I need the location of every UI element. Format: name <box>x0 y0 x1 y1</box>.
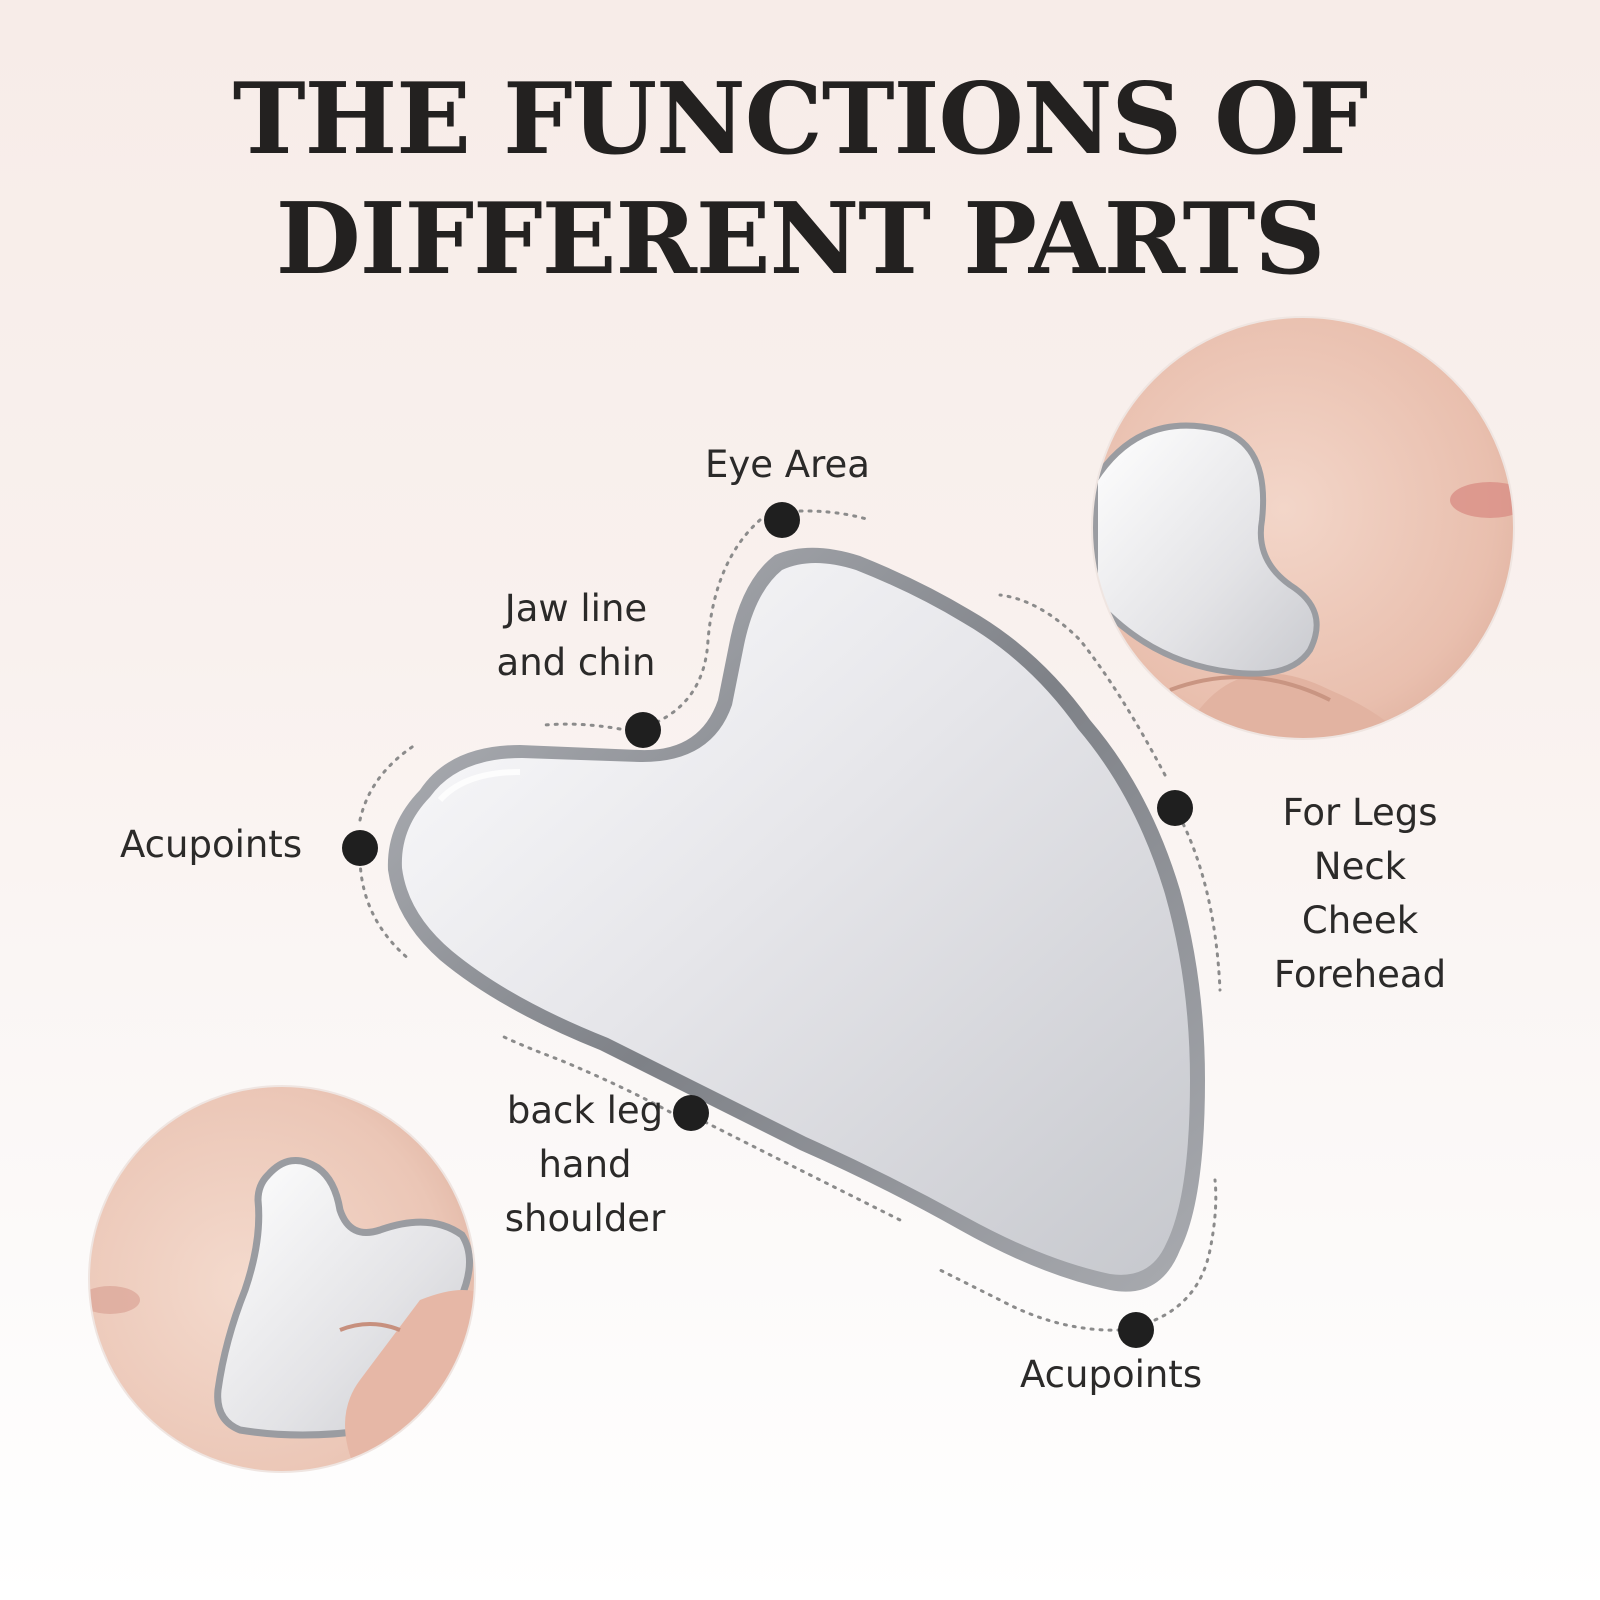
connector-right-up <box>998 593 1167 777</box>
dot-back-leg <box>673 1095 709 1131</box>
label-jaw-line-1: Jaw line <box>504 587 648 630</box>
connector-jaw <box>543 722 622 731</box>
dot-for-legs <box>1157 790 1193 826</box>
connector-acu-bottom-right <box>1153 1178 1218 1322</box>
dot-acupoints-bottom <box>1118 1312 1154 1348</box>
label-bottom-list: back leg hand shoulder <box>475 1084 695 1246</box>
cheek-photo-circle <box>1092 317 1514 739</box>
label-eye-area: Eye Area <box>705 443 870 486</box>
label-for-legs: For Legs <box>1282 791 1438 834</box>
label-right-list: For Legs Neck Cheek Forehead <box>1240 786 1480 1002</box>
marker-dots <box>342 502 1193 1348</box>
label-acupoints-bottom: Acupoints <box>1020 1353 1203 1396</box>
label-cheek: Cheek <box>1301 899 1419 942</box>
label-jaw-line-2: and chin <box>496 641 656 684</box>
label-back-leg: back leg <box>506 1089 664 1132</box>
dot-jaw-line <box>625 712 661 748</box>
connector-acu-down <box>358 858 412 962</box>
connector-acu-bottom-left <box>938 1268 1122 1332</box>
connector-right-down <box>1173 806 1222 992</box>
label-hand: hand <box>538 1143 632 1186</box>
connector-eye-jaw <box>653 518 762 725</box>
gua-sha-tool <box>387 547 1205 1292</box>
label-shoulder: shoulder <box>504 1197 666 1240</box>
label-acupoints-left: Acupoints <box>120 823 303 866</box>
connector-acu-up <box>358 743 417 822</box>
title-line-2: DIFFERENT PARTS <box>275 182 1325 297</box>
title-line-1: THE FUNCTIONS OF <box>232 62 1369 177</box>
connector-back-left <box>498 1033 672 1114</box>
connector-lines <box>358 509 1222 1332</box>
label-forehead: Forehead <box>1273 953 1447 996</box>
dot-acupoints-left <box>342 830 378 866</box>
label-neck: Neck <box>1313 845 1407 888</box>
page-title: THE FUNCTIONS OF DIFFERENT PARTS <box>0 60 1600 300</box>
connector-back-right <box>703 1120 902 1222</box>
dot-eye-area <box>764 502 800 538</box>
face-photo-circle <box>89 1086 475 1472</box>
label-jaw-line: Jaw line and chin <box>476 582 676 690</box>
